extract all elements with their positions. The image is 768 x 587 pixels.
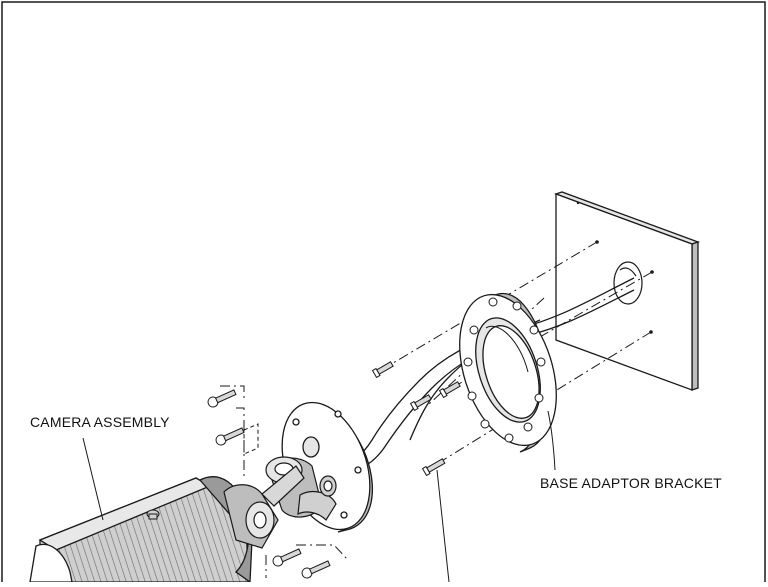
bracket-mounting-holes	[463, 297, 546, 443]
base-adaptor-bracket	[459, 292, 557, 453]
camera-sunshield-screw	[146, 509, 160, 520]
swivel-joint	[265, 456, 337, 521]
label-base-adaptor-bracket: BASE ADAPTOR BRACKET	[540, 475, 722, 491]
camera-body	[29, 476, 253, 584]
bracket-screws	[371, 361, 461, 477]
mount-screws	[207, 389, 331, 579]
washer-outline	[243, 423, 259, 455]
wall-cable-hole	[613, 261, 643, 305]
leader-lines	[82, 410, 556, 583]
camera-bracket-arm	[223, 465, 305, 549]
label-camera-assembly: CAMERA ASSEMBLY	[30, 414, 170, 430]
